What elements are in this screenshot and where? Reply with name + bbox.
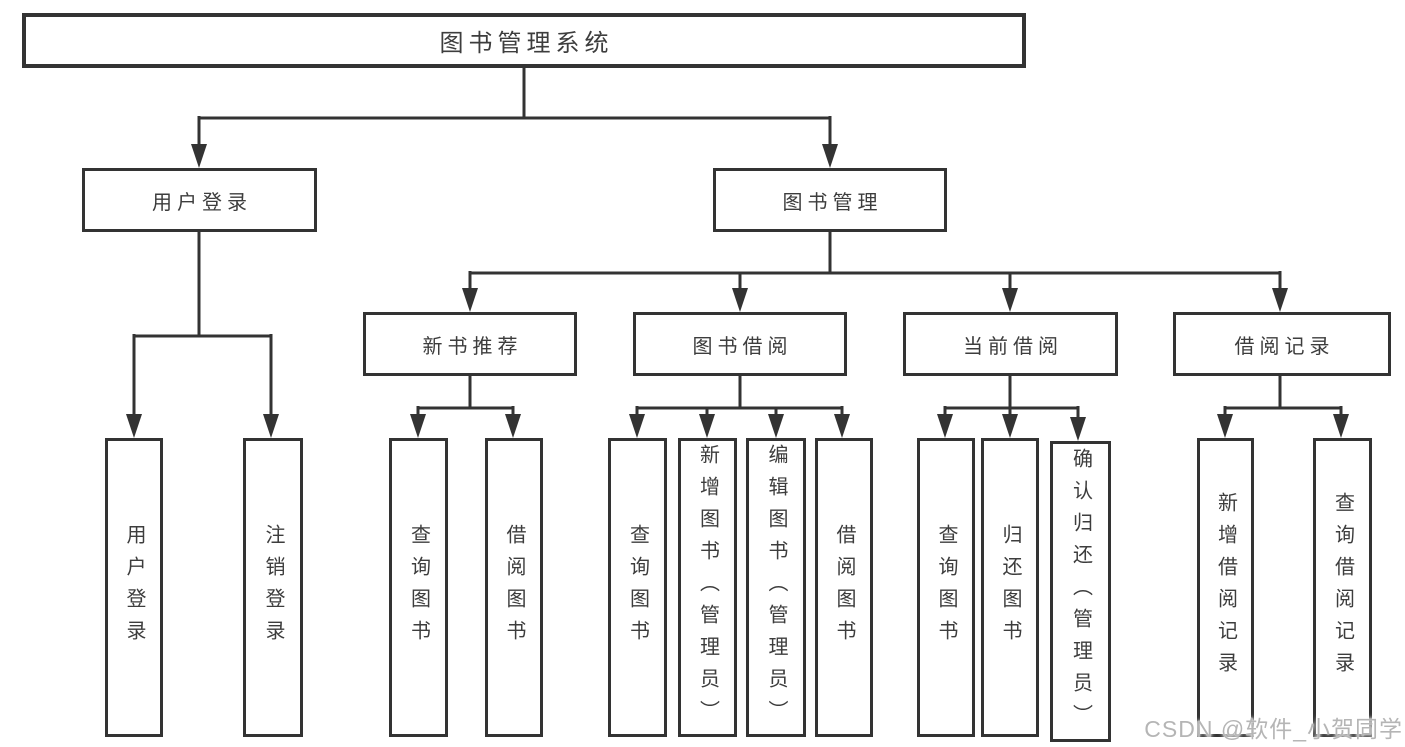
leaf-cb-return-books-label: 归还图书: [999, 523, 1021, 652]
node-book-management-label: 图书管理: [782, 191, 883, 214]
leaf-logout-label: 注销登录: [262, 523, 284, 652]
leaf-bb-borrow-books-label: 借阅图书: [833, 523, 855, 652]
csdn-watermark: CSDN @软件_小贺同学: [1144, 716, 1403, 742]
node-borrowing-records-label: 借阅记录: [1234, 335, 1335, 358]
leaf-cb-query-books-label: 查询图书: [935, 523, 957, 652]
leaf-bb-edit-books-admin-label: 编辑图书（管理员）: [765, 443, 787, 732]
leaf-nb-borrow-books: 借阅图书: [485, 438, 543, 737]
leaf-cb-confirm-return-admin-label: 确认归还（管理员）: [1069, 447, 1092, 736]
node-new-book-recommend-label: 新书推荐: [422, 335, 523, 358]
leaf-bb-borrow-books: 借阅图书: [815, 438, 873, 737]
node-user-login-label: 用户登录: [152, 191, 252, 214]
node-book-borrowing: 图书借阅: [633, 312, 847, 376]
node-book-borrowing-label: 图书借阅: [692, 335, 793, 358]
leaf-bb-query-books: 查询图书: [608, 438, 667, 737]
leaf-bb-add-books-admin: 新增图书（管理员）: [678, 438, 737, 737]
node-book-management: 图书管理: [713, 168, 947, 232]
leaf-user-login-label: 用户登录: [123, 523, 145, 652]
leaf-br-add-record: 新增借阅记录: [1197, 438, 1254, 737]
leaf-bb-add-books-admin-label: 新增图书（管理员）: [696, 443, 719, 732]
leaf-logout: 注销登录: [243, 438, 303, 737]
node-new-book-recommend: 新书推荐: [363, 312, 577, 376]
leaf-user-login: 用户登录: [105, 438, 163, 737]
leaf-bb-edit-books-admin: 编辑图书（管理员）: [746, 438, 806, 737]
leaf-nb-query-books: 查询图书: [389, 438, 448, 737]
node-current-borrowing-label: 当前借阅: [963, 335, 1063, 358]
leaf-cb-confirm-return-admin: 确认归还（管理员）: [1050, 441, 1111, 742]
leaf-nb-borrow-books-label: 借阅图书: [503, 523, 525, 652]
leaf-nb-query-books-label: 查询图书: [407, 523, 430, 652]
leaf-bb-query-books-label: 查询图书: [626, 523, 649, 652]
node-user-login: 用户登录: [82, 168, 317, 232]
leaf-cb-return-books: 归还图书: [981, 438, 1039, 737]
node-current-borrowing: 当前借阅: [903, 312, 1118, 376]
leaf-br-query-record-label: 查询借阅记录: [1331, 491, 1354, 684]
leaf-br-query-record: 查询借阅记录: [1313, 438, 1372, 737]
node-root-system: 图书管理系统: [22, 13, 1026, 68]
node-root-label: 图书管理系统: [439, 30, 614, 57]
leaf-br-add-record-label: 新增借阅记录: [1214, 491, 1237, 684]
leaf-cb-query-books: 查询图书: [917, 438, 975, 737]
node-borrowing-records: 借阅记录: [1173, 312, 1391, 376]
